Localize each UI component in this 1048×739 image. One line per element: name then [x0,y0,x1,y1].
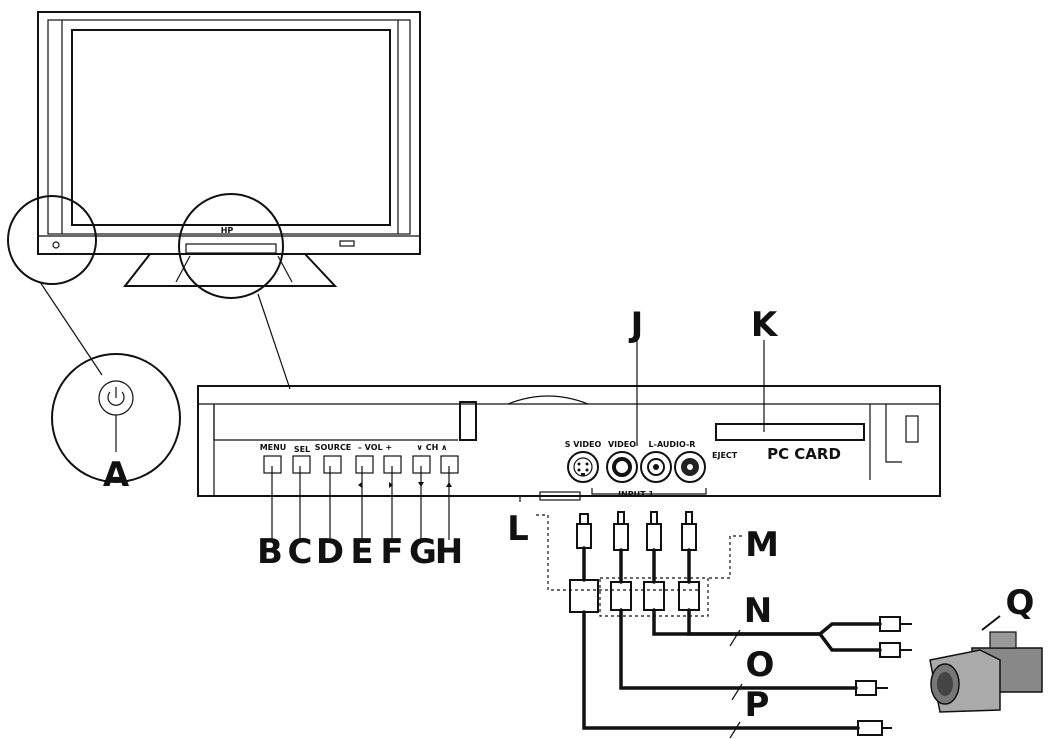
cable-end-plugs [855,616,912,736]
callout-k: K [751,305,779,345]
svideo-jack[interactable] [567,451,599,483]
callout-q: Q [1006,583,1035,623]
input-1-label: INPUT 1 [618,490,654,499]
callout-c: C [288,532,313,572]
tv-logo: HP [221,226,234,235]
audio-cable-right [687,608,882,652]
callout-g: G [409,532,437,572]
video-plug [613,523,629,551]
callout-m: M [745,525,779,565]
sel-button[interactable] [292,455,311,474]
audio-right-ferrite [678,581,700,611]
zoom-circle-panel [178,193,284,299]
callout-n: N [744,591,772,631]
input-jacks: S VIDEO VIDEO L-AUDIO-R INPUT 1 [565,440,707,499]
video-label: VIDEO [608,440,636,449]
sel-label: SEL [294,445,310,454]
button-leaders [271,466,450,540]
tv-power-led [52,241,60,249]
right-arrow-icon [389,482,393,488]
callout-o: O [746,645,775,685]
pc-card-slot: EJECT PC CARD [712,423,865,463]
audio-left-plug [646,523,662,551]
zoom-circle-power [7,195,97,285]
video-jack[interactable] [606,451,638,483]
video-ferrite [610,581,632,611]
source-label: SOURCE [315,443,352,452]
audio-left-jack[interactable] [640,451,672,483]
callout-f: F [380,532,403,572]
pc-card-slot-opening[interactable] [715,423,865,441]
callout-h: H [435,532,463,572]
control-panel [197,385,941,502]
camcorder-icon [929,615,1043,713]
plugs [576,511,697,584]
svideo-label: S VIDEO [565,440,602,449]
audio-right-jack[interactable] [674,451,706,483]
eject-label: EJECT [712,451,738,460]
callout-p: P [745,685,770,725]
svideo-cable [582,610,860,730]
audio-left-ferrite [643,581,665,611]
callout-j: J [629,305,644,345]
tv-stand [122,243,338,287]
callout-a: A [103,455,130,495]
audio-label: L-AUDIO-R [649,440,696,449]
power-icon [107,387,125,406]
panel-buttons: MENU SEL SOURCE – VOL + ∨ CH ∧ [260,443,459,488]
callout-l: L [507,509,529,549]
callout-e: E [350,532,373,572]
callout-d: D [316,532,344,572]
cables [582,608,882,730]
menu-label: MENU [260,443,287,452]
pc-card-label: PC CARD [767,445,841,463]
svideo-ferrite [569,579,599,613]
audio-right-plug [681,523,697,551]
vol-down-button[interactable] [355,455,374,474]
left-arrow-icon [358,482,362,488]
tv-monitor: HP [37,11,421,255]
video-cable [619,608,858,690]
vol-label: – VOL + [358,443,392,452]
svideo-plug [576,523,592,549]
callout-letters: A B C D E F G H J K L M N O P Q [103,305,1035,725]
ch-label: ∨ CH ∧ [416,443,447,452]
source-button[interactable] [323,455,342,474]
power-button-zoom [51,353,181,483]
callout-b: B [257,532,283,572]
